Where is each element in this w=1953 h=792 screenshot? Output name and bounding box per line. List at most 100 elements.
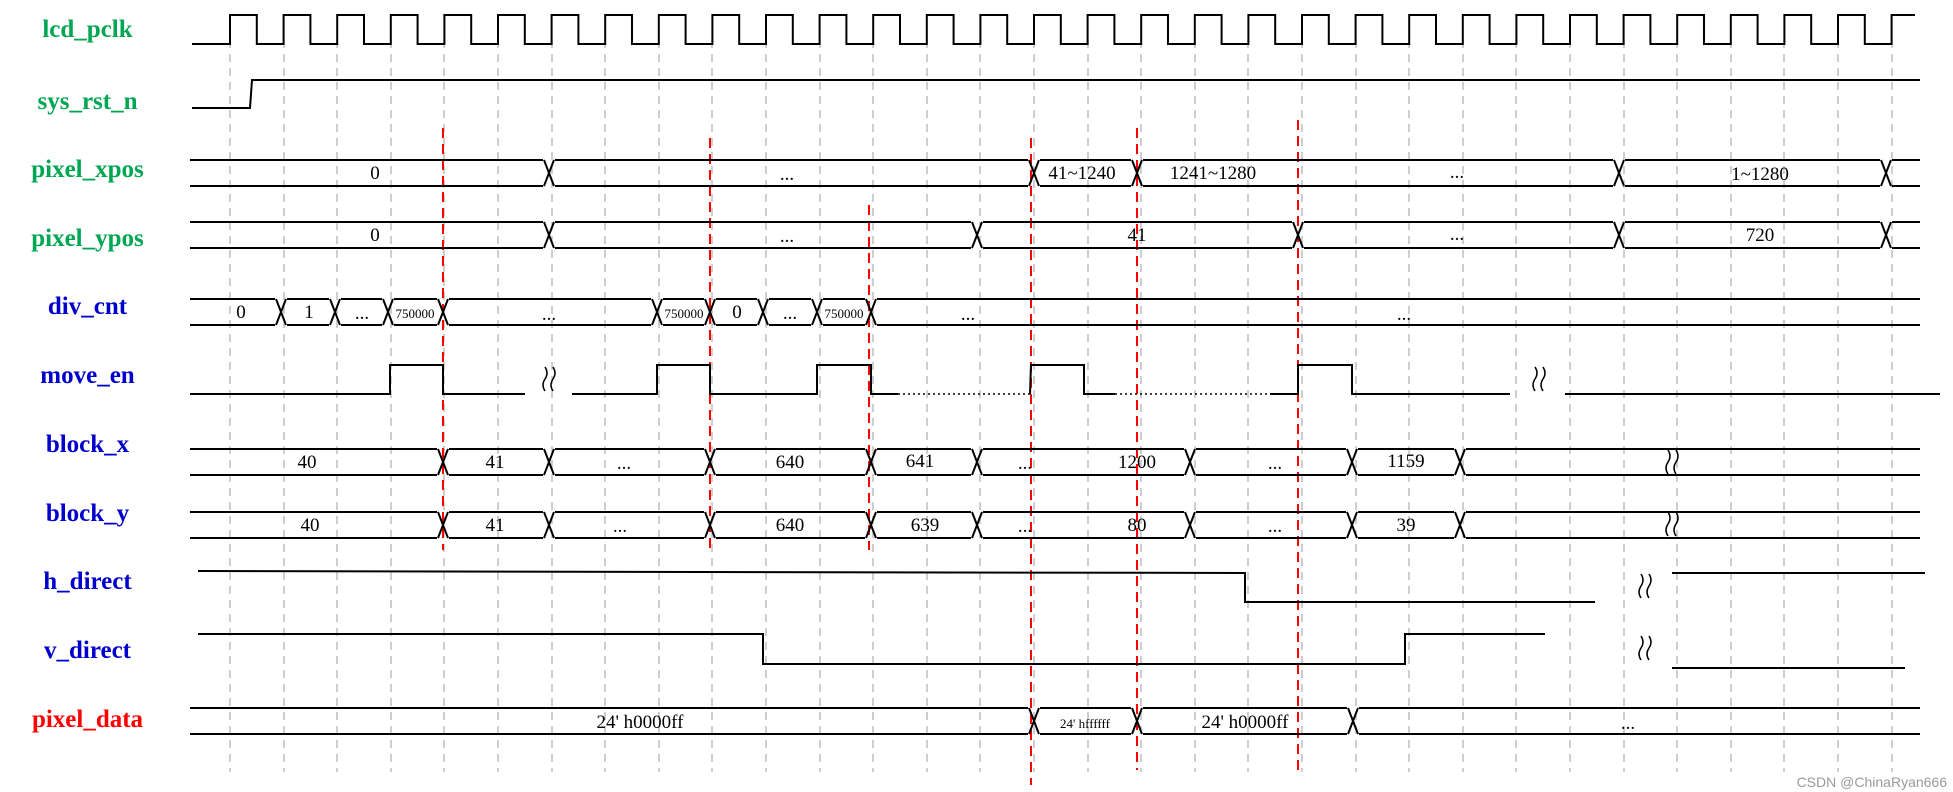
move_en-waveform — [190, 364, 1940, 395]
bus-transition — [865, 298, 877, 326]
bus-transition — [1346, 448, 1358, 476]
bus-transition — [329, 298, 341, 326]
bus-transition — [1028, 707, 1040, 735]
sys_rst_n-waveform — [192, 79, 1920, 109]
bus-transition — [704, 298, 716, 326]
bus-value-label: 750000 — [396, 306, 435, 321]
bus-transition — [437, 448, 449, 476]
move_en-segment — [1270, 364, 1510, 395]
bus-value-label: 750000 — [825, 306, 864, 321]
move_en-segment — [572, 364, 898, 395]
bus-value-label: ... — [780, 226, 794, 247]
bus-value-label: 24' h0000ff — [597, 712, 685, 733]
h_direct-segment — [197, 570, 1595, 603]
bus-value-label: 24' h0000ff — [1202, 712, 1290, 733]
bus-value-label: ... — [1018, 453, 1032, 474]
bus-value-label: 641 — [906, 451, 935, 472]
bus-transition — [543, 511, 555, 539]
bus-value-label: ... — [1268, 453, 1282, 474]
bus-value-label: ... — [1397, 304, 1411, 325]
bus-value-label: 24' hffffff — [1060, 716, 1111, 731]
bus-transition — [382, 298, 394, 326]
bus-transition — [1613, 159, 1625, 187]
signal-label-pixel_ypos: pixel_ypos — [31, 225, 144, 252]
signal-label-block_x: block_x — [45, 431, 130, 458]
bus-value-label: ... — [1450, 162, 1464, 183]
clock-gridlines — [229, 40, 1893, 772]
bus-transition — [1184, 448, 1196, 476]
bus-transition — [1346, 511, 1358, 539]
bus-value-label: ... — [1450, 224, 1464, 245]
bus-value-label: 41 — [1128, 225, 1147, 246]
signal-label-sys_rst_n: sys_rst_n — [37, 88, 138, 115]
bus-value-label: 40 — [301, 515, 320, 536]
bus-value-label: 80 — [1128, 515, 1147, 536]
bus-transition — [971, 511, 983, 539]
bus-value-label: 1159 — [1387, 451, 1424, 472]
signal-label-move_en: move_en — [40, 362, 135, 389]
break-mark — [1638, 573, 1652, 599]
bus-transition — [704, 511, 716, 539]
bus-value-label: 41 — [486, 452, 505, 473]
bus-transition — [704, 448, 716, 476]
bus-value-label: 1~1280 — [1731, 164, 1789, 185]
signal-label-block_y: block_y — [45, 500, 130, 527]
bus-value-label: ... — [961, 304, 975, 325]
bus-value-label: ... — [355, 303, 369, 324]
bus-value-label: ... — [613, 516, 627, 537]
bus-transition — [651, 298, 663, 326]
v_direct-segment — [198, 633, 1545, 665]
signal-label-lcd_pclk: lcd_pclk — [42, 16, 133, 43]
watermark: CSDN @ChinaRyan666 — [1796, 774, 1947, 790]
signal-label-pixel_xpos: pixel_xpos — [31, 156, 144, 183]
bus-value-label: 640 — [776, 515, 805, 536]
bus-transition — [543, 221, 555, 249]
pixel_data-bus: 24' h0000ff 24' hffffff 24' h0000ff... — [190, 707, 1920, 735]
break-mark — [1532, 366, 1546, 392]
bus-value-label: ... — [617, 453, 631, 474]
bus-value-label: 40 — [298, 452, 317, 473]
bus-transition — [1292, 221, 1304, 249]
bus-value-label: 1241~1280 — [1170, 163, 1256, 184]
bus-transition — [1131, 159, 1143, 187]
bus-value-label: 640 — [776, 452, 805, 473]
red-marker-lines — [442, 120, 1299, 785]
bus-value-label: ... — [780, 164, 794, 185]
bus-transition — [1880, 159, 1892, 187]
bus-value-label: 41~1240 — [1048, 163, 1115, 184]
bus-value-label: 41 — [486, 515, 505, 536]
pixel_ypos-bus: 0...41...720 — [190, 221, 1920, 249]
break-mark — [1665, 511, 1679, 537]
bus-value-label: 720 — [1746, 225, 1775, 246]
bus-value-label: ... — [1621, 713, 1635, 734]
bus-transition — [811, 298, 823, 326]
bus-transition — [437, 298, 449, 326]
bus-value-label: 39 — [1397, 515, 1416, 536]
bus-value-label: ... — [542, 304, 556, 325]
move_en-segment — [190, 364, 525, 395]
bus-transition — [1613, 221, 1625, 249]
signal-label-h_direct: h_direct — [43, 568, 132, 595]
bus-transition — [543, 159, 555, 187]
bus-value-label: ... — [1018, 516, 1032, 537]
bus-transition — [543, 448, 555, 476]
bus-value-label: 1 — [304, 302, 314, 323]
bus-transition — [865, 448, 877, 476]
lcd_pclk-waveform — [192, 14, 1915, 45]
move_en-segment — [1029, 364, 1115, 395]
bus-value-label: ... — [1268, 516, 1282, 537]
h_direct-waveform — [197, 570, 1925, 603]
bus-value-label: 0 — [236, 302, 246, 323]
bus-transition — [1347, 707, 1359, 735]
bus-transition — [437, 511, 449, 539]
v_direct-waveform — [198, 633, 1905, 669]
break-mark — [542, 366, 556, 392]
signal-label-pixel_data: pixel_data — [31, 706, 144, 733]
bus-transition — [1454, 448, 1466, 476]
